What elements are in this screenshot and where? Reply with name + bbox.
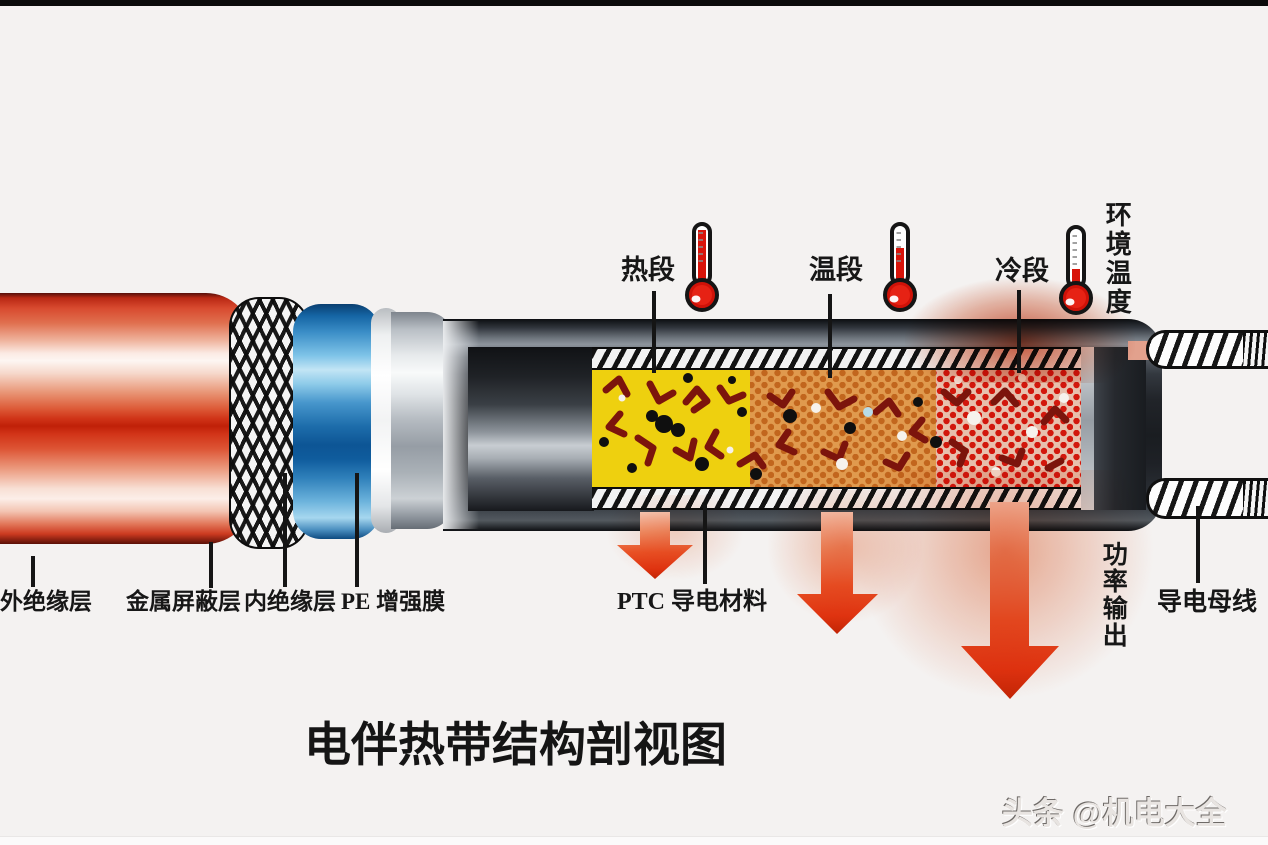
outer-insulation-layer — [0, 293, 252, 544]
label-inner-insulation: 内绝缘层 — [244, 589, 336, 614]
label-outer-insulation: 外绝缘层 — [0, 589, 92, 614]
core-cold-zone — [936, 370, 1081, 487]
leader-line-metal-shield — [209, 542, 213, 588]
label-ptc-material: PTC 导电材料 — [617, 589, 767, 615]
bus-wire-bottom — [1146, 478, 1268, 519]
label-bus-wire: 导电母线 — [1157, 589, 1258, 616]
blue-speck — [863, 407, 873, 417]
top-black-bar — [0, 0, 1268, 6]
pe-reinforcement-film-layer — [391, 312, 453, 529]
leader-line-cold-section — [1017, 290, 1021, 373]
leader-line-hot-section — [652, 291, 656, 373]
watermark-text: 头条 @机电大全 — [1002, 796, 1227, 831]
thermometer-warm-icon — [883, 222, 917, 312]
bus-wire-top — [1146, 330, 1268, 369]
inner-insulation-layer — [293, 304, 380, 539]
label-warm-section: 温段 — [809, 255, 863, 285]
leader-line-ptc-material — [703, 505, 707, 584]
ptc-polymer-squiggles — [602, 375, 1070, 472]
leader-line-bus-wire — [1196, 506, 1200, 583]
heat-arrow-small — [617, 512, 693, 579]
bottom-strip — [0, 836, 1268, 845]
label-hot-section: 热段 — [621, 255, 675, 285]
ptc-core-graphic — [592, 370, 1081, 487]
heat-arrow-large — [961, 502, 1059, 699]
label-power-output: 功率输出 — [1099, 541, 1127, 649]
label-cold-section: 冷段 — [995, 256, 1049, 286]
jacket-interior — [468, 347, 594, 511]
cut-right-shadow — [1094, 347, 1146, 510]
cut-right-edge — [1081, 347, 1094, 510]
label-pe-film: PE 增强膜 — [341, 589, 446, 614]
thermometer-cold-icon — [1059, 225, 1093, 315]
leader-line-warm-section — [828, 294, 832, 378]
bus-wire-top-end-wrap — [1243, 333, 1268, 366]
label-ambient-temperature: 环境温度 — [1102, 201, 1132, 317]
heat-arrow-medium — [797, 512, 878, 634]
bus-wire-bottom-end-wrap — [1243, 481, 1268, 516]
carbon-black-blobs — [599, 373, 942, 480]
leader-line-outer-insulation — [31, 556, 35, 587]
leader-line-inner-insulation — [283, 473, 287, 587]
leader-line-pe-film — [355, 473, 359, 587]
label-metal-shield: 金属屏蔽层 — [126, 589, 241, 614]
thermometer-hot-icon — [685, 222, 719, 312]
diagram-title: 电伴热带结构剖视图 — [304, 718, 727, 771]
